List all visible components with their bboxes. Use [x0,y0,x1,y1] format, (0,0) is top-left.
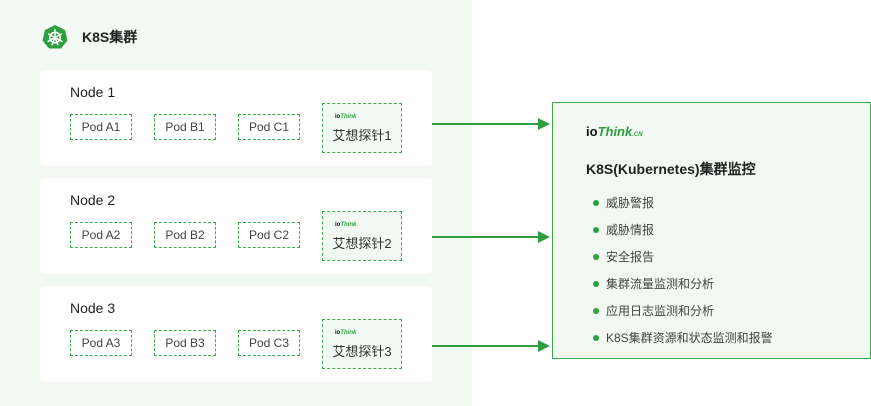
pod-box: Pod A2 [70,222,132,248]
node-3-box: Node 3 Pod A3 Pod B3 Pod C3 ioThink 艾想探针… [40,286,432,382]
node-1-box: Node 1 Pod A1 Pod B1 Pod C1 ioThink 艾想探针… [40,70,432,166]
pod-box: Pod A1 [70,114,132,140]
feature-item: 应用日志监测和分析 [593,297,773,324]
probe-label: 艾想探针2 [332,236,392,251]
cluster-header: K8S集群 [42,24,137,50]
pod-box: Pod A3 [70,330,132,356]
probe-label: 艾想探针1 [332,128,392,143]
pod-box: Pod C3 [238,330,300,356]
feature-item: 安全报告 [593,243,773,270]
feature-item: 威胁警报 [593,189,773,216]
pod-box: Pod B3 [154,330,216,356]
node-2-box: Node 2 Pod A2 Pod B2 Pod C2 ioThink 艾想探针… [40,178,432,274]
bullet-dot-icon [593,199,599,206]
probe-box: ioThink 艾想探针2 [322,211,402,261]
pod-box: Pod B2 [154,222,216,248]
bullet-dot-icon [593,307,599,314]
feature-list: 威胁警报 威胁情报 安全报告 集群流量监测和分析 应用日志监测和分析 K8S集群… [593,189,773,351]
bullet-dot-icon [593,280,599,287]
probe-brand-logo: ioThink [335,114,357,120]
feature-item: K8S集群资源和状态监测和报警 [593,324,773,351]
arrow-node2-to-monitor [432,231,550,243]
node-title: Node 3 [70,300,116,316]
kubernetes-icon [42,25,68,49]
bullet-dot-icon [593,334,599,341]
cluster-title: K8S集群 [82,29,138,45]
arrow-node1-to-monitor [432,118,550,130]
bullet-dot-icon [593,253,599,260]
feature-item: 威胁情报 [593,216,773,243]
probe-brand-logo: ioThink [335,222,357,228]
k8s-cluster-panel: K8S集群 Node 1 Pod A1 Pod B1 Pod C1 ioThin… [0,0,472,406]
arrow-node3-to-monitor [432,340,550,352]
monitor-panel: ioThink.CN K8S(Kubernetes)集群监控 威胁警报 威胁情报… [552,102,871,359]
feature-item: 集群流量监测和分析 [593,270,773,297]
monitor-title: K8S(Kubernetes)集群监控 [586,161,756,177]
pod-box: Pod C2 [238,222,300,248]
node-title: Node 1 [70,84,116,100]
pod-box: Pod C1 [238,114,300,140]
probe-brand-logo: ioThink [335,330,357,336]
bullet-dot-icon [593,226,599,233]
probe-box: ioThink 艾想探针3 [322,319,402,369]
pod-box: Pod B1 [154,114,216,140]
iothink-logo: ioThink.CN [586,124,643,139]
node-title: Node 2 [70,192,116,208]
probe-label: 艾想探针3 [332,344,392,359]
probe-box: ioThink 艾想探针1 [322,103,402,153]
